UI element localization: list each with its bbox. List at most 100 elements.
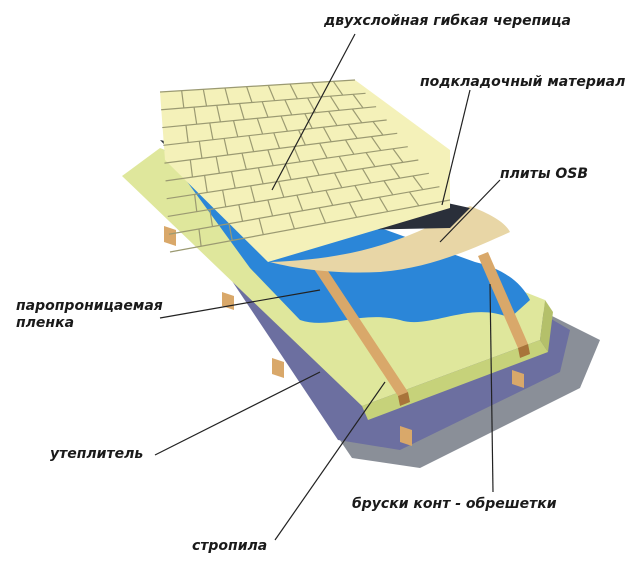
- shingle-tab-line: [230, 171, 236, 189]
- shingle-tab-line: [296, 194, 304, 211]
- shingle-tab-line: [383, 180, 394, 196]
- shingle-tab-line: [329, 95, 340, 111]
- label-membrane-line2: пленка: [16, 315, 75, 331]
- leader-membrane: [159, 289, 321, 319]
- shingle-tab-line: [241, 153, 247, 170]
- shingle-tab-line: [325, 190, 334, 206]
- shingle-tab-line: [198, 228, 202, 247]
- shingle-tab-line: [311, 159, 320, 176]
- shingle-tab-line: [257, 167, 264, 185]
- shingle-tab-line: [288, 212, 296, 230]
- counter-batten-shadow: [518, 344, 530, 358]
- counter-batten-shadow: [398, 392, 410, 406]
- leader-lines: [154, 33, 501, 541]
- shingle-tab-line: [216, 105, 222, 122]
- shingle-tab-line: [185, 125, 189, 143]
- shingle-tab-line: [215, 156, 220, 174]
- shingle-tab-line: [198, 141, 203, 159]
- counter-batten: [312, 262, 408, 396]
- shingle-tab-line: [256, 118, 264, 135]
- shingle-field: [160, 80, 450, 262]
- shingle-tab-line: [284, 163, 292, 180]
- rafter-beam: [164, 226, 176, 246]
- shingle-tab-line: [305, 176, 314, 193]
- shingle-tab-line: [361, 168, 372, 184]
- shingle-tab-line: [328, 111, 338, 126]
- shingle-tab-line: [273, 132, 281, 149]
- shingle-tab-line: [365, 152, 376, 167]
- shingle-grid: [159, 79, 451, 253]
- leader-shingles: [271, 33, 356, 191]
- shingle-tab-line: [284, 99, 293, 116]
- shingle-tab-line: [258, 218, 264, 235]
- rafter-beam: [512, 370, 524, 388]
- shingle-tab-line: [293, 146, 301, 163]
- shingle-tab-line: [181, 90, 185, 109]
- label-battens: бруски конт - обрешетки: [352, 496, 557, 512]
- shingle-tab-line: [333, 172, 343, 188]
- shingle-tab-line: [248, 135, 255, 152]
- shingle-tab-line: [267, 85, 276, 101]
- shingle-tab-line: [338, 156, 348, 172]
- shingle-tab-line: [203, 175, 208, 193]
- shingle-tab-line: [202, 89, 208, 107]
- shingle-tab-line: [412, 175, 424, 190]
- shingle-tab-line: [222, 189, 227, 207]
- shingle-tab-line: [189, 159, 194, 178]
- shingle-tab-line: [332, 80, 344, 96]
- shingle-tab-line: [298, 129, 306, 146]
- shingle-tab-line: [267, 199, 274, 217]
- shingle-tab-line: [238, 204, 244, 222]
- shingle-row-line: [159, 79, 356, 93]
- shingle-tab-line: [319, 142, 328, 159]
- shingle-tab-line: [193, 107, 198, 125]
- leader-rafters: [274, 381, 386, 541]
- shingle-row-line: [168, 186, 440, 235]
- shingle-tab-line: [277, 181, 285, 198]
- shingle-tab-line: [249, 185, 256, 203]
- shingle-tab-line: [318, 207, 327, 224]
- shingle-tab-line: [408, 191, 420, 207]
- shingle-tab-line: [372, 121, 384, 136]
- shingle-row-line: [161, 92, 366, 111]
- rafters: [164, 226, 524, 446]
- label-membrane-line1: паропроницаемая: [16, 298, 163, 314]
- shingle-row-line: [167, 172, 429, 218]
- shingle-tab-line: [246, 86, 253, 103]
- label-shingles: двухслойная гибкая черепица: [324, 13, 571, 29]
- shingle-row-line: [164, 132, 398, 164]
- shingle-tab-line: [392, 148, 404, 163]
- shingle-tab-line: [351, 108, 363, 124]
- leader-insulation: [154, 371, 321, 456]
- shingle-row-line: [163, 119, 387, 146]
- shingle-tab-line: [347, 124, 358, 139]
- shingle-tab-line: [348, 202, 358, 218]
- rafter-beam: [400, 426, 412, 446]
- shingle-tab-line: [261, 101, 269, 118]
- shingle-tab-line: [389, 163, 401, 179]
- shingle-tab-line: [228, 223, 233, 241]
- shingle-tab-line: [223, 138, 229, 156]
- shingle-tab-line: [209, 122, 214, 140]
- shingle-tab-line: [209, 209, 214, 227]
- shingle-tab-line: [289, 83, 298, 100]
- label-insulation: утеплитель: [50, 446, 144, 462]
- shingle-tab-line: [232, 120, 239, 138]
- counter-batten: [478, 252, 528, 348]
- counter-battens: [312, 252, 530, 406]
- shingle-tab-line: [344, 139, 355, 155]
- shingle-row-line: [162, 106, 377, 129]
- leader-battens-left: [489, 283, 494, 493]
- shingle-row-line: [169, 199, 451, 253]
- shingle-tab-line: [370, 136, 382, 151]
- shingle-tab-line: [194, 194, 198, 212]
- shingle-row-line: [166, 159, 419, 200]
- rafter-beam: [272, 358, 284, 378]
- label-underlay: подкладочный материал: [420, 74, 626, 90]
- shingle-tab-line: [354, 185, 364, 201]
- label-osb: плиты OSB: [500, 166, 589, 182]
- leader-osb: [439, 179, 501, 243]
- shingle-tab-line: [311, 82, 321, 98]
